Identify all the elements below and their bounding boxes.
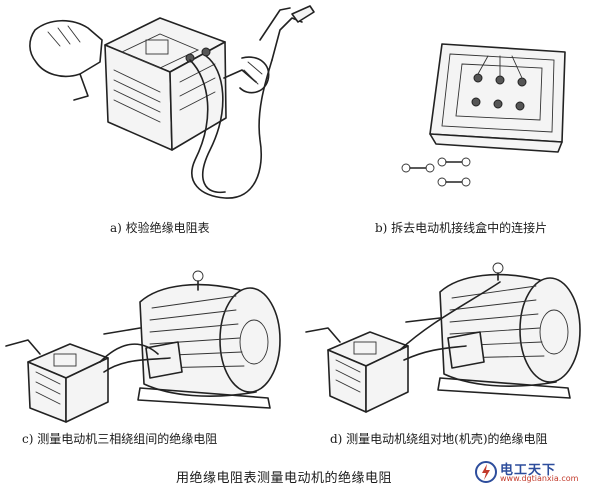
motor-d (405, 262, 581, 399)
watermark-logo-icon (475, 461, 497, 483)
panel-a-megger-check (29, 5, 315, 199)
panel-d-winding-to-ground (305, 262, 581, 413)
leads-d (399, 281, 501, 361)
caption-a: a) 校验绝缘电阻表 (110, 221, 210, 235)
watermark-url: www.dgtianxia.com (500, 474, 579, 483)
motor-c (103, 270, 281, 409)
watermark: 电工天下 www.dgtianxia.com (474, 460, 592, 484)
watermark-name: 电工天下 (500, 463, 557, 478)
panel-b-terminal-box (401, 43, 566, 187)
caption-c: c) 测量电动机三相绕组间的绝缘电阻 (22, 432, 218, 446)
crank-handle (223, 56, 270, 94)
leads-c (99, 343, 171, 373)
panel-c-phase-to-phase (5, 270, 281, 423)
megger-body (104, 17, 227, 151)
test-leads (189, 5, 315, 199)
caption-b: b) 拆去电动机接线盒中的连接片 (375, 221, 548, 235)
removed-link-plates (401, 157, 471, 187)
terminal-posts (471, 55, 527, 111)
terminal-box-housing (429, 43, 566, 153)
figure-caption: 用绝缘电阻表测量电动机的绝缘电阻 (176, 471, 393, 486)
caption-d: d) 测量电动机绕组对地(机壳)的绝缘电阻 (330, 432, 548, 446)
megger-c (5, 339, 109, 423)
megger-d (305, 327, 409, 413)
left-hand-illustration (29, 19, 103, 101)
